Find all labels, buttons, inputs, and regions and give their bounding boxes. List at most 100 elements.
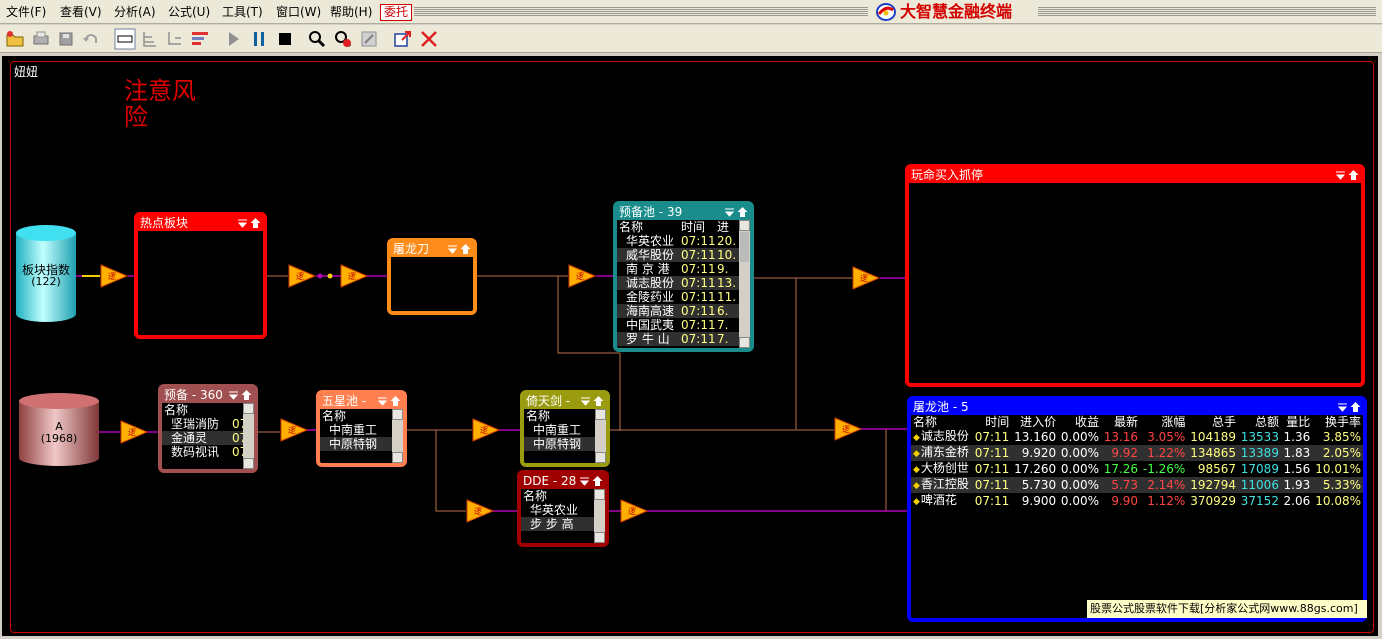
scroll-up-icon[interactable]	[595, 409, 606, 420]
scroll-up-icon[interactable]	[594, 489, 605, 500]
list-scrollbar[interactable]	[739, 220, 750, 348]
filter-gate-icon[interactable]: 逻	[568, 264, 596, 288]
column-header[interactable]: 名称	[913, 415, 938, 429]
filter-gate-icon[interactable]: 逻	[120, 420, 148, 444]
delegate-button[interactable]: 委托	[380, 4, 413, 21]
scroll-up-icon[interactable]	[392, 409, 403, 420]
menu-formula[interactable]: 公式(U)	[168, 5, 211, 19]
tulongdao-pool[interactable]: 屠龙刀	[387, 238, 477, 315]
save-icon[interactable]	[55, 28, 77, 50]
undo-icon[interactable]	[80, 28, 102, 50]
print-icon[interactable]	[30, 28, 52, 50]
pool-menu-icon[interactable]	[1335, 169, 1346, 181]
search-icon[interactable]	[306, 28, 328, 50]
pool-up-icon[interactable]	[241, 389, 252, 401]
pause-icon[interactable]	[248, 28, 270, 50]
filter-gate-icon[interactable]: 逻	[340, 264, 368, 288]
menu-window[interactable]: 窗口(W)	[276, 5, 322, 19]
play-icon[interactable]	[222, 28, 244, 50]
yitian-pool[interactable]: 倚天剑 - 名称 中南重工中原特钢	[520, 390, 610, 467]
layout-list-icon[interactable]	[189, 28, 211, 50]
column-header[interactable]: 量比	[1286, 415, 1311, 429]
filter-gate-icon[interactable]: 逻	[852, 266, 880, 290]
layout-branch-icon[interactable]	[164, 28, 186, 50]
pool-menu-icon[interactable]	[579, 475, 590, 487]
list-item[interactable]: 华英农业	[521, 503, 594, 517]
column-header[interactable]: 换手率	[1324, 415, 1361, 429]
list-item[interactable]: 步 步 高	[521, 517, 594, 531]
list-item[interactable]: 中原特钢	[524, 437, 595, 451]
list-item[interactable]: 中南重工	[524, 423, 595, 437]
list-scrollbar[interactable]	[594, 489, 605, 543]
pool-up-icon[interactable]	[593, 395, 604, 407]
pool-menu-icon[interactable]	[580, 395, 591, 407]
all-a-source[interactable]	[18, 392, 100, 468]
pool-up-icon[interactable]	[592, 475, 603, 487]
scroll-down-icon[interactable]	[595, 452, 606, 463]
filter-gate-icon[interactable]: 逻	[280, 418, 308, 442]
scroll-down-icon[interactable]	[392, 452, 403, 463]
menu-analysis[interactable]: 分析(A)	[114, 5, 156, 19]
scroll-up-icon[interactable]	[243, 403, 254, 414]
pool-up-icon[interactable]	[460, 243, 471, 255]
filter-gate-icon[interactable]: 逻	[472, 418, 500, 442]
pool-up-icon[interactable]	[1350, 401, 1361, 413]
pool-menu-icon[interactable]	[377, 395, 388, 407]
column-header[interactable]: 时间	[985, 415, 1010, 429]
pool-up-icon[interactable]	[390, 395, 401, 407]
open-folder-icon[interactable]	[4, 28, 26, 50]
filter-gate-icon[interactable]: 逻	[834, 417, 862, 441]
wuxing-pool[interactable]: 五星池 - 名称 中南重工中原特钢	[316, 390, 407, 467]
layout-tree-icon[interactable]	[139, 28, 161, 50]
pool-menu-icon[interactable]	[447, 243, 458, 255]
hot-sector-pool[interactable]: 热点板块	[134, 212, 267, 339]
dde-pool[interactable]: DDE - 28 名称 华英农业步 步 高	[517, 470, 609, 547]
list-item[interactable]: 中南重工	[320, 423, 392, 437]
menu-tools[interactable]: 工具(T)	[222, 5, 263, 19]
list-item[interactable]: 中原特钢	[320, 437, 392, 451]
close-icon[interactable]	[418, 28, 440, 50]
stop-icon[interactable]	[274, 28, 296, 50]
pool-menu-icon[interactable]	[237, 217, 248, 229]
sector-index-source[interactable]	[15, 224, 77, 324]
pool-up-icon[interactable]	[737, 206, 748, 218]
filter-gate-icon[interactable]: 逻	[466, 499, 494, 523]
column-header[interactable]: 总额	[1254, 415, 1279, 429]
list-scrollbar[interactable]	[243, 403, 254, 469]
column-header[interactable]: 涨幅	[1161, 415, 1186, 429]
scroll-thumb[interactable]	[740, 232, 749, 262]
column-header[interactable]: 最新	[1114, 415, 1139, 429]
pool-menu-icon[interactable]	[228, 389, 239, 401]
edit-icon[interactable]	[358, 28, 380, 50]
scroll-down-icon[interactable]	[739, 337, 750, 348]
column-header[interactable]: 进入价	[1020, 415, 1057, 429]
search-cancel-icon[interactable]	[332, 28, 354, 50]
menu-help[interactable]: 帮助(H)	[330, 5, 373, 19]
filter-gate-icon[interactable]: 逻	[288, 264, 316, 288]
scroll-down-icon[interactable]	[243, 458, 254, 469]
scroll-up-icon[interactable]	[739, 220, 750, 231]
pool-up-icon[interactable]	[1348, 169, 1359, 181]
pool-up-icon[interactable]	[250, 217, 261, 229]
column-header[interactable]: 总手	[1212, 415, 1237, 429]
pool-menu-icon[interactable]	[724, 206, 735, 218]
rect-select-icon[interactable]	[114, 28, 136, 50]
pool-menu-icon[interactable]	[1337, 401, 1348, 413]
filter-gate-icon[interactable]: 逻	[620, 499, 648, 523]
